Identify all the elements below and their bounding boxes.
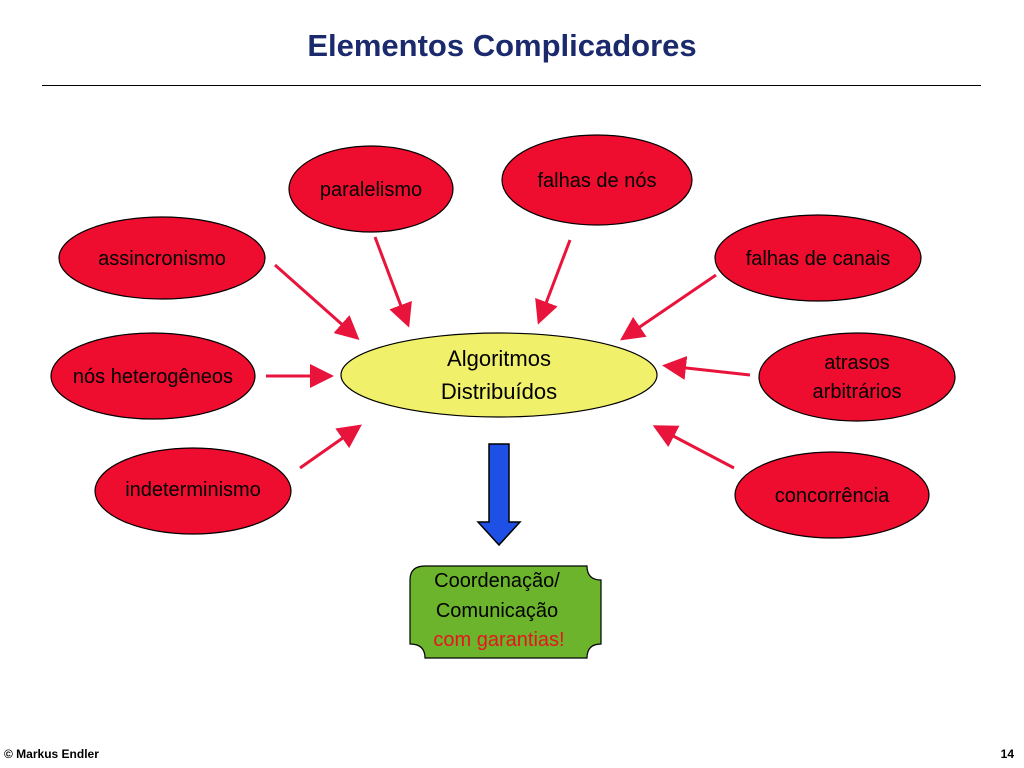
arrow-concorrencia — [652, 425, 735, 470]
node-indeterminismo: indeterminismo — [94, 447, 292, 535]
node-falhas-de-nos-label: falhas de nós — [538, 170, 657, 192]
arrow-falhas-de-nos — [535, 239, 572, 325]
node-algoritmos-distribuidos: Algoritmos Distribuídos — [340, 332, 658, 418]
result-line2: Comunicação — [436, 600, 558, 622]
result-line3-highlight: com garantias! — [433, 629, 564, 651]
slide-title: Elementos Complicadores — [307, 28, 697, 63]
node-concorrencia: concorrência — [734, 451, 930, 539]
arrow-atrasos — [662, 356, 751, 380]
result-box: Coordenação/ Comunicação com garantias! — [409, 565, 602, 659]
node-nos-heterogeneos: nós heterogêneos — [50, 332, 256, 420]
page-number: 14 — [1000, 747, 1014, 761]
arrow-paralelismo — [373, 236, 412, 328]
arrow-falhas-de-canais — [620, 273, 717, 341]
node-falhas-de-canais-label: falhas de canais — [746, 248, 891, 270]
node-atrasos-arbitrarios: atrasos arbitrários — [758, 332, 956, 422]
node-assincronismo: assincronismo — [58, 216, 266, 300]
node-atrasos-line2: arbitrários — [813, 381, 902, 403]
arrow-indeterminismo — [299, 424, 362, 470]
center-line1: Algoritmos — [447, 346, 551, 371]
node-assincronismo-label: assincronismo — [98, 248, 226, 270]
down-arrow — [476, 443, 522, 547]
node-nos-heterogeneos-label: nós heterogêneos — [73, 366, 233, 388]
node-falhas-de-nos: falhas de nós — [501, 134, 693, 226]
center-line2: Distribuídos — [441, 379, 557, 404]
arrows — [266, 236, 751, 470]
node-falhas-de-canais: falhas de canais — [714, 214, 922, 302]
node-concorrencia-label: concorrência — [775, 485, 890, 507]
node-paralelismo: paralelismo — [288, 145, 454, 233]
result-line1: Coordenação/ — [434, 570, 560, 592]
arrow-assincronismo — [274, 263, 360, 340]
node-atrasos-line1: atrasos — [824, 352, 890, 374]
footer-author: © Markus Endler — [4, 747, 99, 761]
node-indeterminismo-label: indeterminismo — [125, 479, 261, 501]
node-paralelismo-label: paralelismo — [320, 179, 422, 201]
title-divider — [42, 85, 981, 86]
